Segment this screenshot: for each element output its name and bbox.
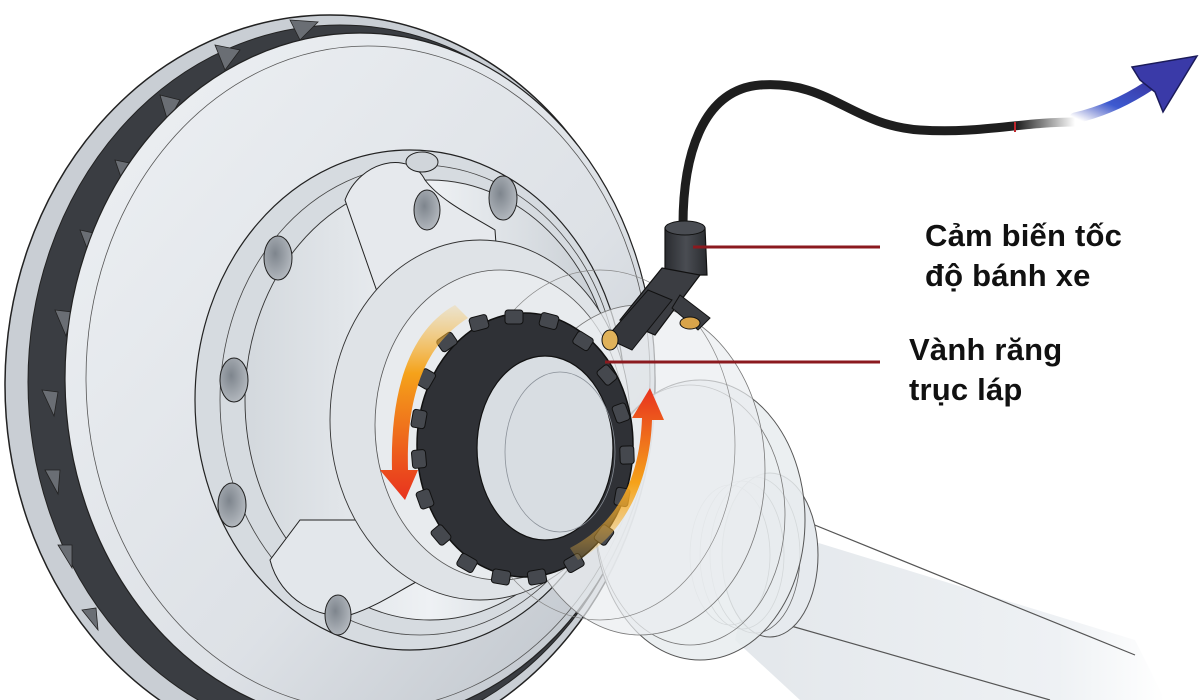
bolt-hole xyxy=(217,482,247,528)
label-sensor-line2: độ bánh xe xyxy=(925,258,1091,293)
stud-top xyxy=(405,151,439,173)
rotation-arrows xyxy=(380,305,664,560)
label-tone-ring: Vành răng trục láp xyxy=(909,330,1062,410)
label-sensor-line1: Cảm biến tốc xyxy=(925,218,1123,253)
sensor-cable xyxy=(678,80,1080,230)
bolt-hole xyxy=(324,594,352,636)
label-wheel-speed-sensor: Cảm biến tốc độ bánh xe xyxy=(925,216,1122,296)
bolt-hole xyxy=(413,189,441,231)
tone-ring xyxy=(410,309,635,586)
bolt-hole xyxy=(263,235,293,281)
bolt-hole xyxy=(219,357,249,403)
label-ring-line1: Vành răng xyxy=(909,332,1063,367)
label-ring-line2: trục láp xyxy=(909,372,1023,407)
speed-sensor xyxy=(601,220,711,351)
bolt-hole xyxy=(488,175,518,221)
signal-arrow-icon xyxy=(1069,54,1199,124)
